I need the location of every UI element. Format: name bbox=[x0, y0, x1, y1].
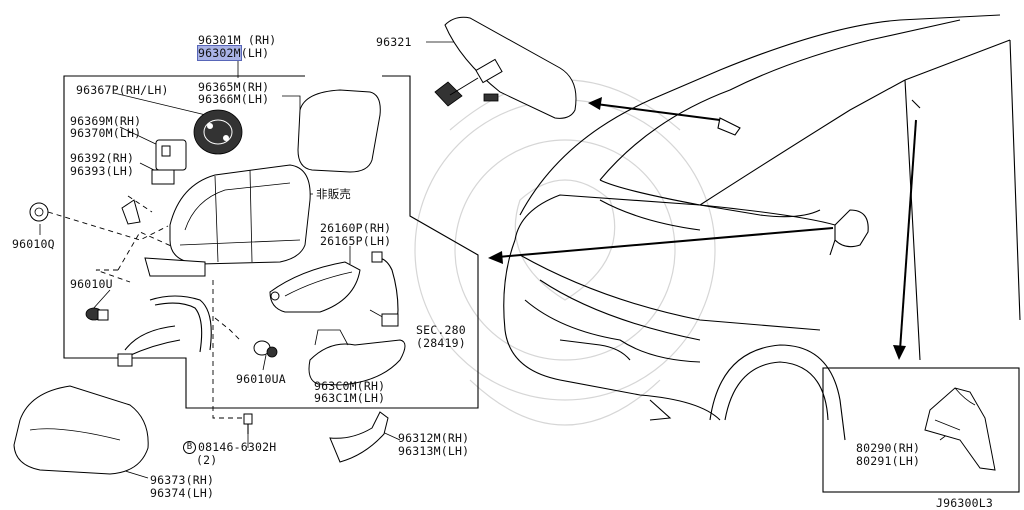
part-number-96393: 96393(LH) bbox=[70, 164, 135, 178]
part-side-lh: (LH) bbox=[240, 46, 270, 60]
part-number-96365m: 96365M(RH) bbox=[198, 80, 270, 94]
watermark-emblem bbox=[414, 79, 716, 426]
part-number-96392: 96392(RH) bbox=[70, 151, 135, 165]
highlighted-part-number[interactable]: 96302M bbox=[197, 45, 242, 61]
mirror-cap-part bbox=[13, 385, 149, 475]
clip-96010ua-part bbox=[253, 340, 278, 358]
part-number-96010u: 96010U bbox=[70, 277, 113, 291]
harness-connector bbox=[117, 353, 133, 367]
part-number-80291: 80291(LH) bbox=[856, 454, 921, 468]
connector-part-2 bbox=[371, 251, 383, 263]
part-number-96373: 96373(RH) bbox=[150, 473, 215, 487]
part-number-96010q: 96010Q bbox=[12, 237, 55, 251]
part-number-96366m: 96366M(LH) bbox=[198, 92, 270, 106]
mirror-group-frame bbox=[63, 75, 479, 409]
mirror-housing-part bbox=[144, 164, 311, 277]
part-number-26165p: 26165P(LH) bbox=[320, 234, 392, 248]
lower-cover-part bbox=[308, 339, 406, 386]
part-number-96374: 96374(LH) bbox=[150, 486, 215, 500]
harness-bracket-part bbox=[121, 199, 141, 225]
callout-arrows bbox=[488, 97, 917, 360]
part-number-96010ua: 96010UA bbox=[236, 372, 286, 386]
part-number-96367p: 96367P(RH/LH) bbox=[76, 83, 169, 97]
lower-cover-detail bbox=[314, 329, 349, 346]
part-number-963c1m: 963C1M(LH) bbox=[314, 391, 386, 405]
camera-part bbox=[269, 261, 361, 313]
clip-96010u-part bbox=[85, 307, 109, 321]
part-number-963c0m: 963C0M(RH) bbox=[314, 379, 386, 393]
part-number-96370m: 96370M(LH) bbox=[70, 126, 142, 140]
bolt-quantity: (2) bbox=[196, 453, 218, 467]
bolt-part bbox=[243, 413, 253, 434]
bolt-symbol-icon: B bbox=[183, 441, 196, 454]
inset-box bbox=[822, 367, 1020, 493]
part-number-96369m: 96369M(RH) bbox=[70, 114, 142, 128]
motor-part bbox=[151, 139, 187, 185]
part-number-26160p: 26160P(RH) bbox=[320, 221, 392, 235]
finisher-part bbox=[329, 411, 389, 463]
diagram-code: J96300L3 bbox=[936, 496, 993, 510]
mirror-cap-edge bbox=[29, 428, 121, 441]
part-number-96302m[interactable]: 96302M(LH) bbox=[197, 45, 270, 61]
part-number-96321: 96321 bbox=[376, 35, 412, 49]
bolt-number: 08146-6302H bbox=[198, 440, 277, 454]
not-sold-note: 非販売 bbox=[316, 187, 352, 201]
part-number-80290: 80290(RH) bbox=[856, 441, 921, 455]
assembly-dashed-lines bbox=[47, 195, 244, 419]
connector-part bbox=[381, 313, 399, 327]
wiring-harness-part bbox=[119, 295, 212, 361]
grommet-part bbox=[29, 202, 49, 222]
part-number-96301m: 96301M (RH) bbox=[198, 33, 277, 47]
part-number-96312m: 96312M(RH) bbox=[398, 431, 470, 445]
vehicle-body bbox=[503, 14, 1021, 441]
part-number-96313m: 96313M(LH) bbox=[398, 444, 470, 458]
inside-mirror-part bbox=[434, 16, 577, 119]
mirror-glass-part bbox=[297, 89, 381, 173]
actuator-part bbox=[193, 109, 243, 155]
section-reference-code: (28419) bbox=[416, 336, 466, 350]
section-reference[interactable]: SEC.280 bbox=[416, 323, 466, 337]
